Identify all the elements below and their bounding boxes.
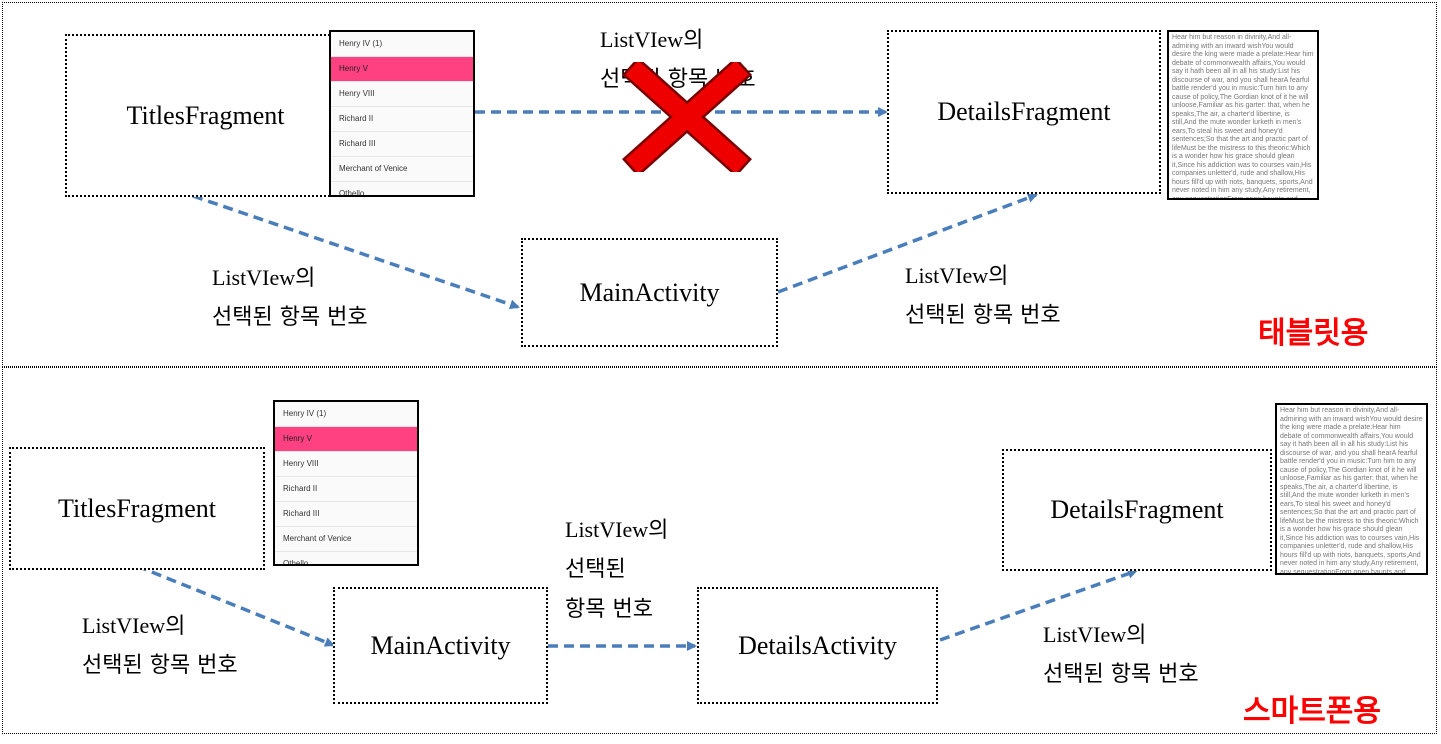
list-item: Henry IV (1) [275,402,417,427]
tablet-tag: 태블릿용 [1258,316,1369,351]
arrow-phone-detailsactivity-to-fragment [939,568,1138,642]
phone-details-activity-box: DetailsActivity [697,587,938,704]
phone-tag: 스마트폰용 [1243,694,1381,729]
forbidden-cross-icon [622,62,752,172]
list-item: Richard II [331,107,473,132]
arrow-titles-to-main [192,194,520,310]
list-item: Richard III [275,502,417,527]
arrow-main-to-details [777,193,1038,294]
list-item: Henry VIII [275,452,417,477]
list-item: Othello [331,182,473,195]
list-item-selected: Henry V [275,427,417,452]
list-item: Richard II [275,477,417,502]
label-line: ListVIew의 [565,517,669,542]
phone-panel [2,367,1437,734]
label-line: 선택된 항목 번호 [905,303,1061,328]
list-item: Henry VIII [331,82,473,107]
label-line: 선택된 항목 번호 [82,653,238,678]
tablet-left-label: ListVIew의 선택된 항목 번호 [212,258,368,338]
list-item: Merchant of Venice [331,157,473,182]
label-line: ListVIew의 [212,265,316,290]
tablet-panel [2,2,1437,367]
phone-details-fragment-box: DetailsFragment [1002,449,1272,571]
tablet-main-activity-box: MainActivity [521,238,778,347]
label-line: ListVIew의 [82,613,186,638]
phone-middle-label: ListVIew의 선택된 항목 번호 [565,510,668,630]
tablet-titles-fragment-box: TitlesFragment [65,34,346,197]
tablet-details-fragment-box: DetailsFragment [887,30,1161,194]
arrow-phone-titles-to-main [136,564,335,647]
label-line: 선택된 [565,557,626,582]
tablet-details-screenshot: Hear him but reason in divinity,And all-… [1167,30,1319,200]
list-item: Merchant of Venice [275,527,417,552]
phone-left-label: ListVIew의 선택된 항목 번호 [82,606,238,686]
tablet-list-screenshot: Henry IV (1) Henry V Henry VIII Richard … [329,30,475,197]
phone-details-screenshot: Hear him but reason in divinity,And all-… [1275,403,1428,575]
phone-titles-fragment-box: TitlesFragment [9,447,265,570]
label-line: ListVIew의 [600,27,704,52]
phone-list-screenshot: Henry IV (1) Henry V Henry VIII Richard … [273,400,419,566]
label-line: 선택된 항목 번호 [1043,662,1199,687]
label-line: 선택된 항목 번호 [212,305,368,330]
list-item: Henry IV (1) [331,32,473,57]
label-line: ListVIew의 [905,263,1009,288]
list-item: Richard III [331,132,473,157]
phone-right-label: ListVIew의 선택된 항목 번호 [1043,615,1199,695]
label-line: ListVIew의 [1043,622,1147,647]
list-item: Othello [275,552,417,564]
list-item-selected: Henry V [331,57,473,82]
phone-main-activity-box: MainActivity [333,587,548,704]
tablet-right-label: ListVIew의 선택된 항목 번호 [905,256,1061,336]
label-line: 항목 번호 [565,597,653,622]
